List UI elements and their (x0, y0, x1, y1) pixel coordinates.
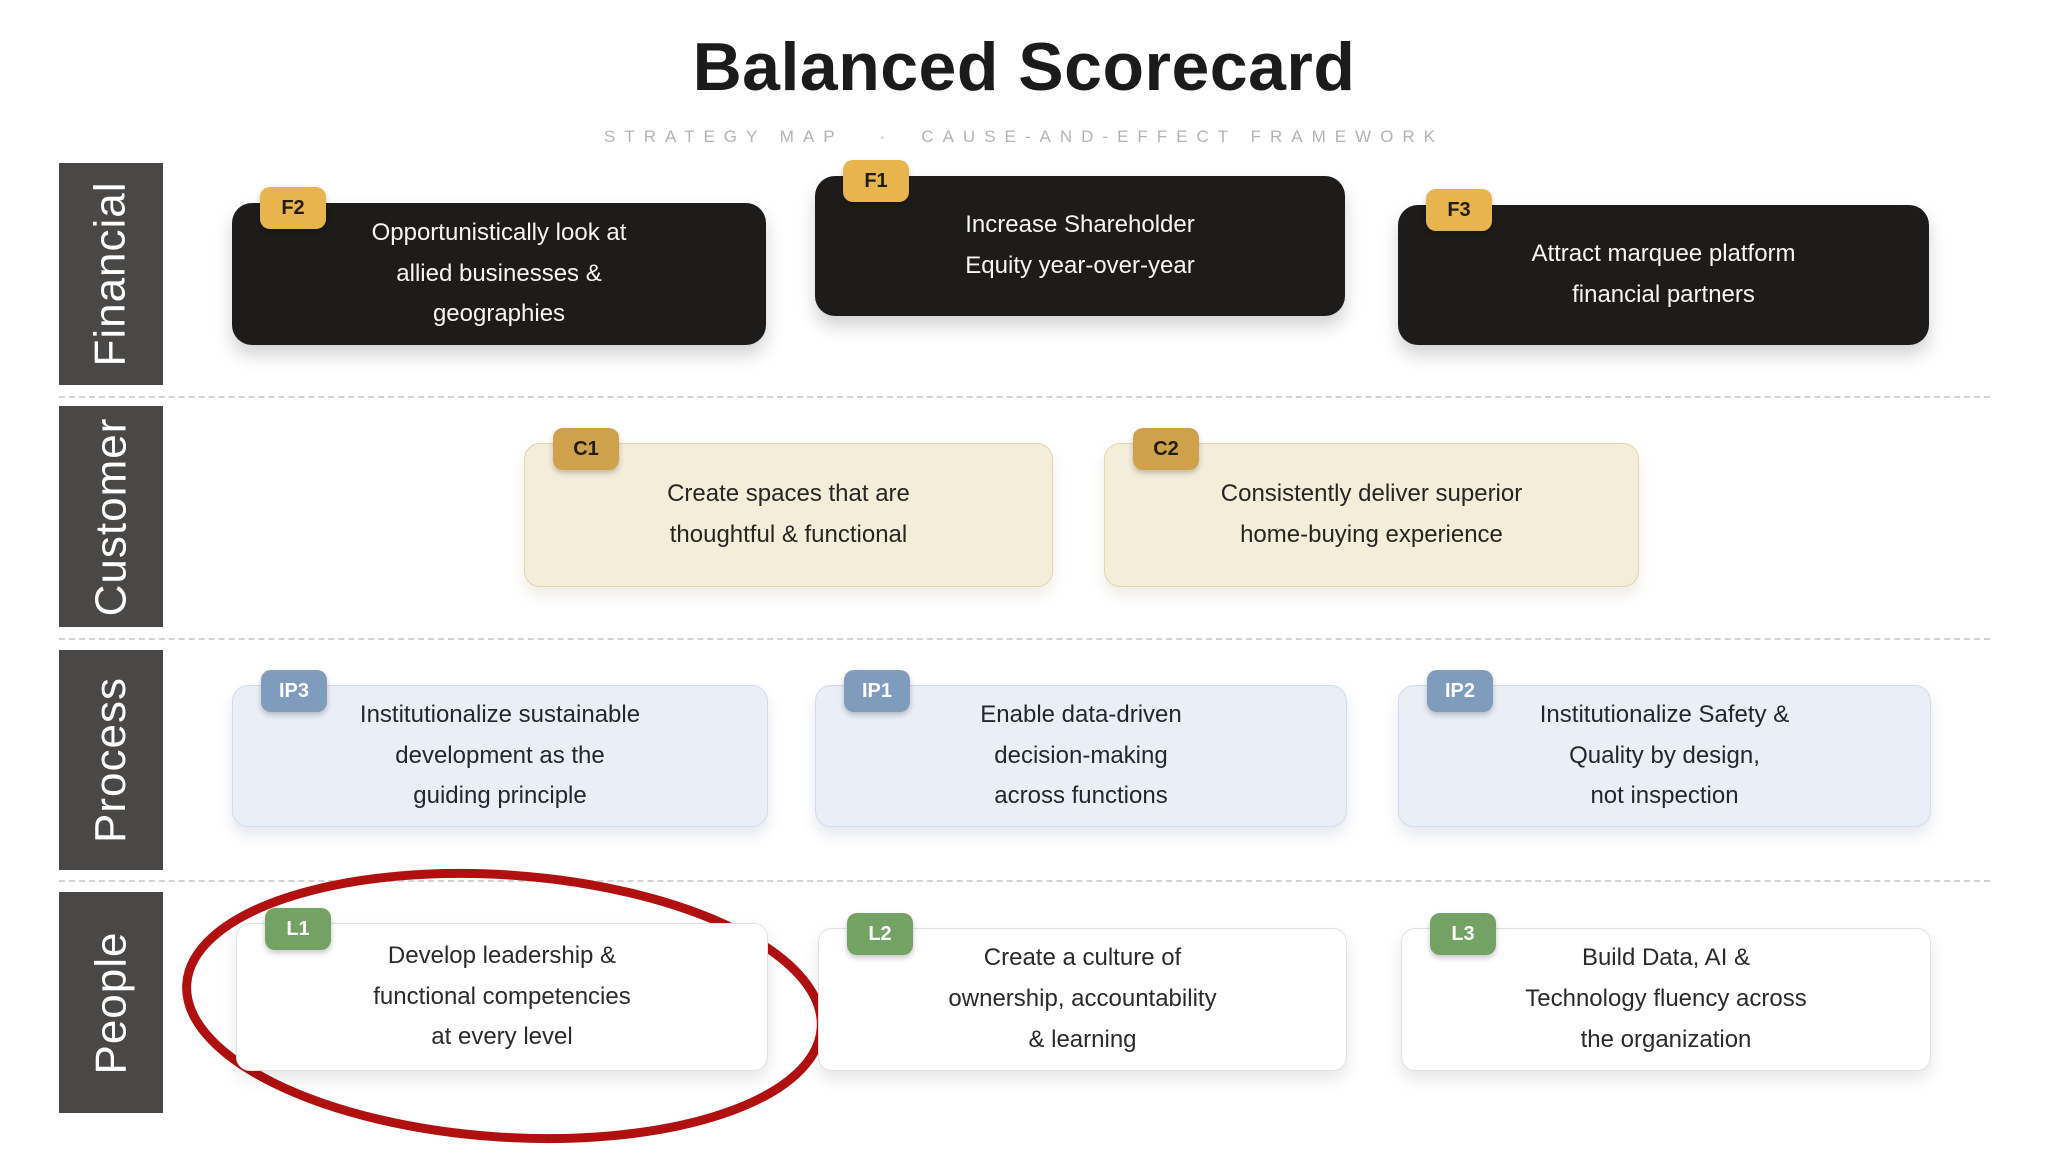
badge-f2: F2 (260, 187, 326, 229)
row-label-financial-text: Financial (86, 181, 135, 367)
row-label-process: Process (59, 650, 163, 870)
badge-f3: F3 (1426, 189, 1492, 231)
badge-ip3: IP3 (261, 670, 327, 712)
badge-l2: L2 (847, 913, 913, 955)
subtitle-separator-dot: · (879, 127, 886, 146)
objective-text-ip1: Enable data-driven decision-making acros… (980, 700, 1182, 810)
badge-l1: L1 (265, 908, 331, 950)
objective-text-f2: Opportunistically look at allied busines… (371, 218, 627, 328)
objective-card-f1: F1 Increase Shareholder Equity year-over… (815, 160, 1345, 316)
row-divider (59, 396, 1990, 398)
subtitle-left: STRATEGY MAP (604, 127, 844, 146)
objective-card-l3: L3 Build Data, AI & Technology fluency a… (1401, 913, 1931, 1071)
page-title: Balanced Scorecard (692, 29, 1356, 105)
badge-c2: C2 (1133, 428, 1199, 470)
subtitle-right: CAUSE-AND-EFFECT FRAMEWORK (921, 127, 1444, 146)
objective-text-l2: Create a culture of ownership, accountab… (948, 944, 1217, 1053)
objective-text-c2: Consistently deliver superior home-buyin… (1220, 480, 1523, 548)
objective-text-l3: Build Data, AI & Technology fluency acro… (1525, 944, 1807, 1053)
objective-card-l2: L2 Create a culture of ownership, accoun… (818, 913, 1347, 1071)
row-label-customer-text: Customer (86, 417, 135, 616)
badge-c1: C1 (553, 428, 619, 470)
row-label-financial: Financial (59, 163, 163, 385)
objective-card-ip3: IP3 Institutionalize sustainable develop… (232, 670, 768, 827)
row-label-people: People (59, 892, 163, 1113)
objective-text-ip2: Institutionalize Safety & Quality by des… (1539, 700, 1790, 810)
objective-card-f2: F2 Opportunistically look at allied busi… (232, 187, 766, 345)
row-divider (59, 638, 1990, 640)
objective-card-c1: C1 Create spaces that are thoughtful & f… (524, 428, 1053, 587)
badge-l3: L3 (1430, 913, 1496, 955)
objective-text-f1: Increase Shareholder Equity year-over-ye… (965, 211, 1195, 279)
badge-ip2: IP2 (1427, 670, 1493, 712)
badge-ip1: IP1 (844, 670, 910, 712)
objective-text-f3: Attract marquee platform financial partn… (1531, 240, 1796, 308)
row-divider (59, 880, 1990, 882)
objective-card-c2: C2 Consistently deliver superior home-bu… (1104, 428, 1639, 587)
objective-card-l1: L1 Develop leadership & functional compe… (236, 908, 768, 1071)
objective-card-f3: F3 Attract marquee platform financial pa… (1398, 189, 1929, 345)
page-subtitle: STRATEGY MAP · CAUSE-AND-EFFECT FRAMEWORK (0, 127, 2048, 147)
row-label-people-text: People (86, 930, 136, 1075)
badge-f1: F1 (843, 160, 909, 202)
objective-text-l1: Develop leadership & functional competen… (373, 941, 631, 1051)
objective-text-ip3: Institutionalize sustainable development… (359, 700, 641, 810)
objective-text-c1: Create spaces that are thoughtful & func… (667, 480, 910, 548)
row-label-customer: Customer (59, 406, 163, 627)
objective-card-ip2: IP2 Institutionalize Safety & Quality by… (1398, 670, 1931, 827)
objective-card-ip1: IP1 Enable data-driven decision-making a… (815, 670, 1347, 827)
row-label-process-text: Process (86, 677, 136, 843)
